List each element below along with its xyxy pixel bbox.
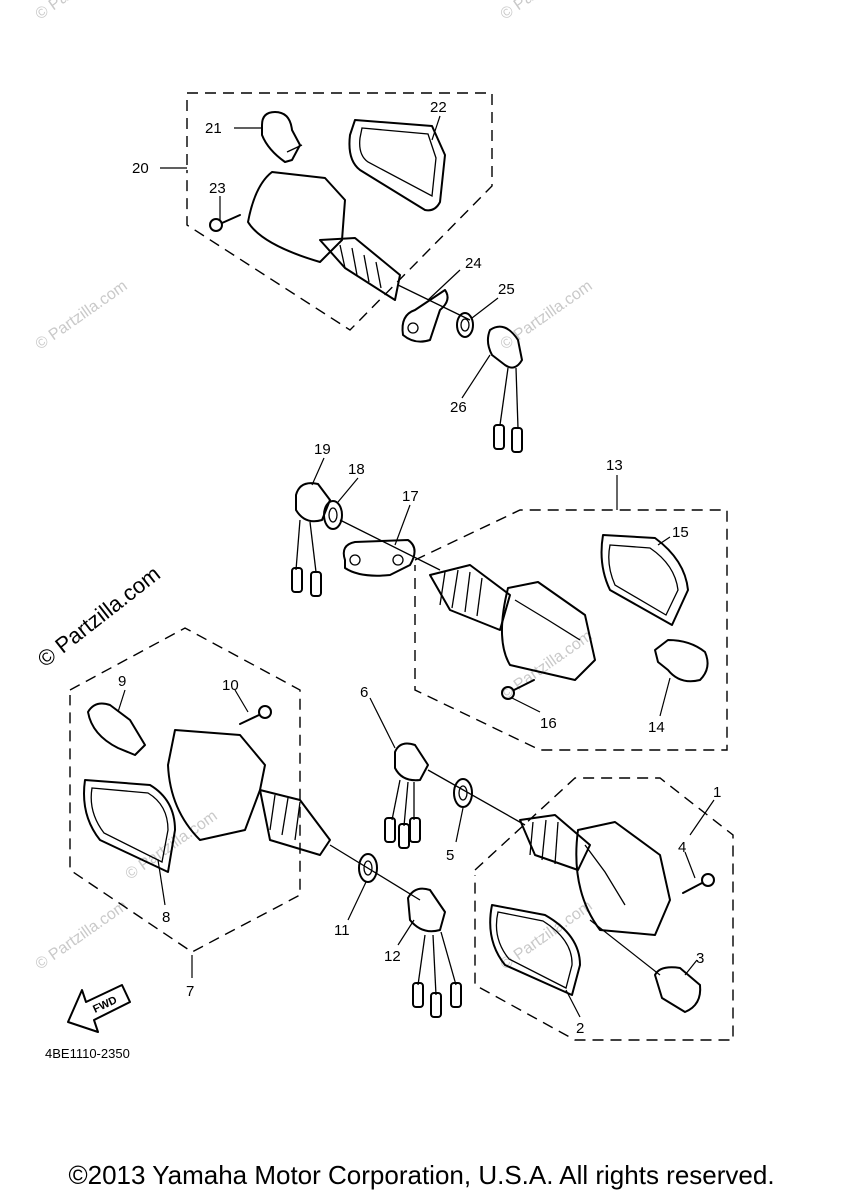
callout-20: 20 [132,160,149,177]
screw-16 [501,679,535,700]
housing-13 [429,564,596,681]
screw-23 [209,214,241,232]
grommet-25 [456,312,474,338]
callout-23: 23 [209,180,226,197]
socket-6 [384,742,429,849]
callout-6: 6 [360,684,368,701]
callout-9: 9 [118,673,126,690]
socket-12 [407,887,462,1018]
callout-12: 12 [384,948,401,965]
callout-4: 4 [678,839,686,856]
callout-24: 24 [465,255,482,272]
lens-2 [489,904,581,996]
callout-13: 13 [606,457,623,474]
watermark-6: © Partzilla.com [33,898,131,974]
callout-16: 16 [540,715,557,732]
housing-1 [519,814,671,936]
callout-5: 5 [446,847,454,864]
socket-19 [291,482,331,597]
fwd-arrow: FWD [67,984,131,1033]
bulb-21 [261,111,303,163]
bracket-17 [342,539,416,577]
callout-17: 17 [402,488,419,505]
leader-lines [117,115,715,1018]
watermark-3: © Partzilla.com [33,278,131,354]
bulb-14 [654,639,709,683]
callout-15: 15 [672,524,689,541]
bulb-9 [87,702,146,756]
grommet-11 [358,853,378,883]
callout-3: 3 [696,950,704,967]
callout-7: 7 [186,983,194,1000]
callouts: 20 21 22 23 24 25 26 19 18 17 13 15 14 1… [118,99,721,1037]
assembly-20 [186,92,523,453]
callout-1: 1 [713,784,721,801]
callout-14: 14 [648,719,665,736]
bracket-24 [401,289,449,343]
assembly-1 [384,742,734,1041]
callout-8: 8 [162,909,170,926]
screw-10 [239,705,272,725]
watermark-large: © Partzilla.com [33,561,165,672]
callout-26: 26 [450,399,467,416]
callout-11: 11 [334,922,350,939]
diagram-code: 4BE1110-2350 [45,1046,130,1061]
socket-26 [486,325,523,453]
callout-22: 22 [430,99,447,116]
lens-15 [600,534,689,626]
housing-7 [167,729,421,901]
screw-4 [682,873,715,894]
watermark-1: © Partzilla.com [33,0,131,23]
callout-19: 19 [314,441,331,458]
callout-21: 21 [205,120,222,137]
grommet-5 [453,778,473,808]
lens-8 [83,779,176,873]
callout-2: 2 [576,1020,584,1037]
callout-25: 25 [498,281,515,298]
bulb-3 [654,966,702,1013]
lens-22 [348,119,446,212]
callout-10: 10 [222,677,239,694]
assembly-13 [291,482,728,751]
assembly-7 [69,627,462,1018]
watermarks: © Partzilla.com © Partzilla.com © Partzi… [33,0,596,973]
callout-18: 18 [348,461,365,478]
housing-20 [247,171,471,321]
grommet-18 [323,500,343,530]
copyright-footer: ©2013 Yamaha Motor Corporation, U.S.A. A… [68,1160,775,1190]
watermark-2: © Partzilla.com [498,0,596,23]
